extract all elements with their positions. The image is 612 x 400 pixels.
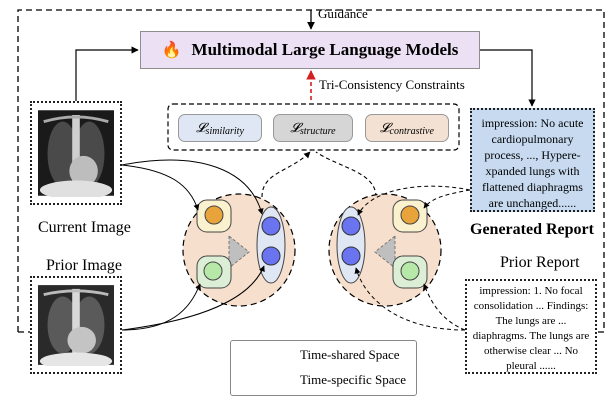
outer-loop-dashed <box>17 9 605 333</box>
generated-report-box: impression: No acute cardiopulmonary pro… <box>470 108 595 212</box>
left-node-orange <box>204 205 224 225</box>
constraint-subscript: structure <box>299 125 336 137</box>
prior-image-caption: Prior Image <box>46 257 122 274</box>
tri-consistency-label: Tri-Consistency Constraints <box>319 77 465 92</box>
prior-image-frame <box>30 276 122 374</box>
legend-shared-label: Time-shared Space <box>300 347 400 362</box>
llm-to-report-arrow <box>480 49 536 107</box>
left-triangle-gray <box>228 234 250 270</box>
guidance-label: Guidance <box>318 6 368 21</box>
left-node-blue-1 <box>261 216 281 236</box>
constraint-subscript: similarity <box>205 125 244 137</box>
constraint-symbol: 𝓛 <box>290 120 300 135</box>
generated-report-title: Generated Report <box>470 221 594 238</box>
current-image-frame <box>30 101 122 205</box>
left-node-green <box>203 261 223 281</box>
constraint-symbol: 𝓛 <box>196 120 206 135</box>
constraint-subscript: contrastive <box>389 125 434 137</box>
left-node-blue-2 <box>261 246 281 266</box>
right-node-blue-2 <box>341 246 361 266</box>
llm-title: Multimodal Large Language Models <box>191 40 459 59</box>
llm-box: 🔥 Multimodal Large Language Models <box>140 31 480 69</box>
image-to-llm-arrow <box>75 46 139 101</box>
legend <box>230 340 417 396</box>
current-xray-image <box>38 110 114 200</box>
right-triangle-gray <box>374 234 396 270</box>
right-node-blue-1 <box>341 216 361 236</box>
constraint-symbol: 𝓛 <box>380 120 390 135</box>
prior-report-title: Prior Report <box>500 254 580 271</box>
legend-specific-label: Time-specific Space <box>300 372 407 387</box>
prior-xray-image <box>38 285 114 370</box>
prior-report-box: impression: 1. No focal consolidation ..… <box>465 279 597 374</box>
right-node-orange <box>400 205 420 225</box>
constraints-container <box>167 103 460 151</box>
right-node-green <box>400 261 420 281</box>
current-image-caption: Current Image <box>38 219 131 236</box>
fire-icon: 🔥 <box>161 42 182 59</box>
